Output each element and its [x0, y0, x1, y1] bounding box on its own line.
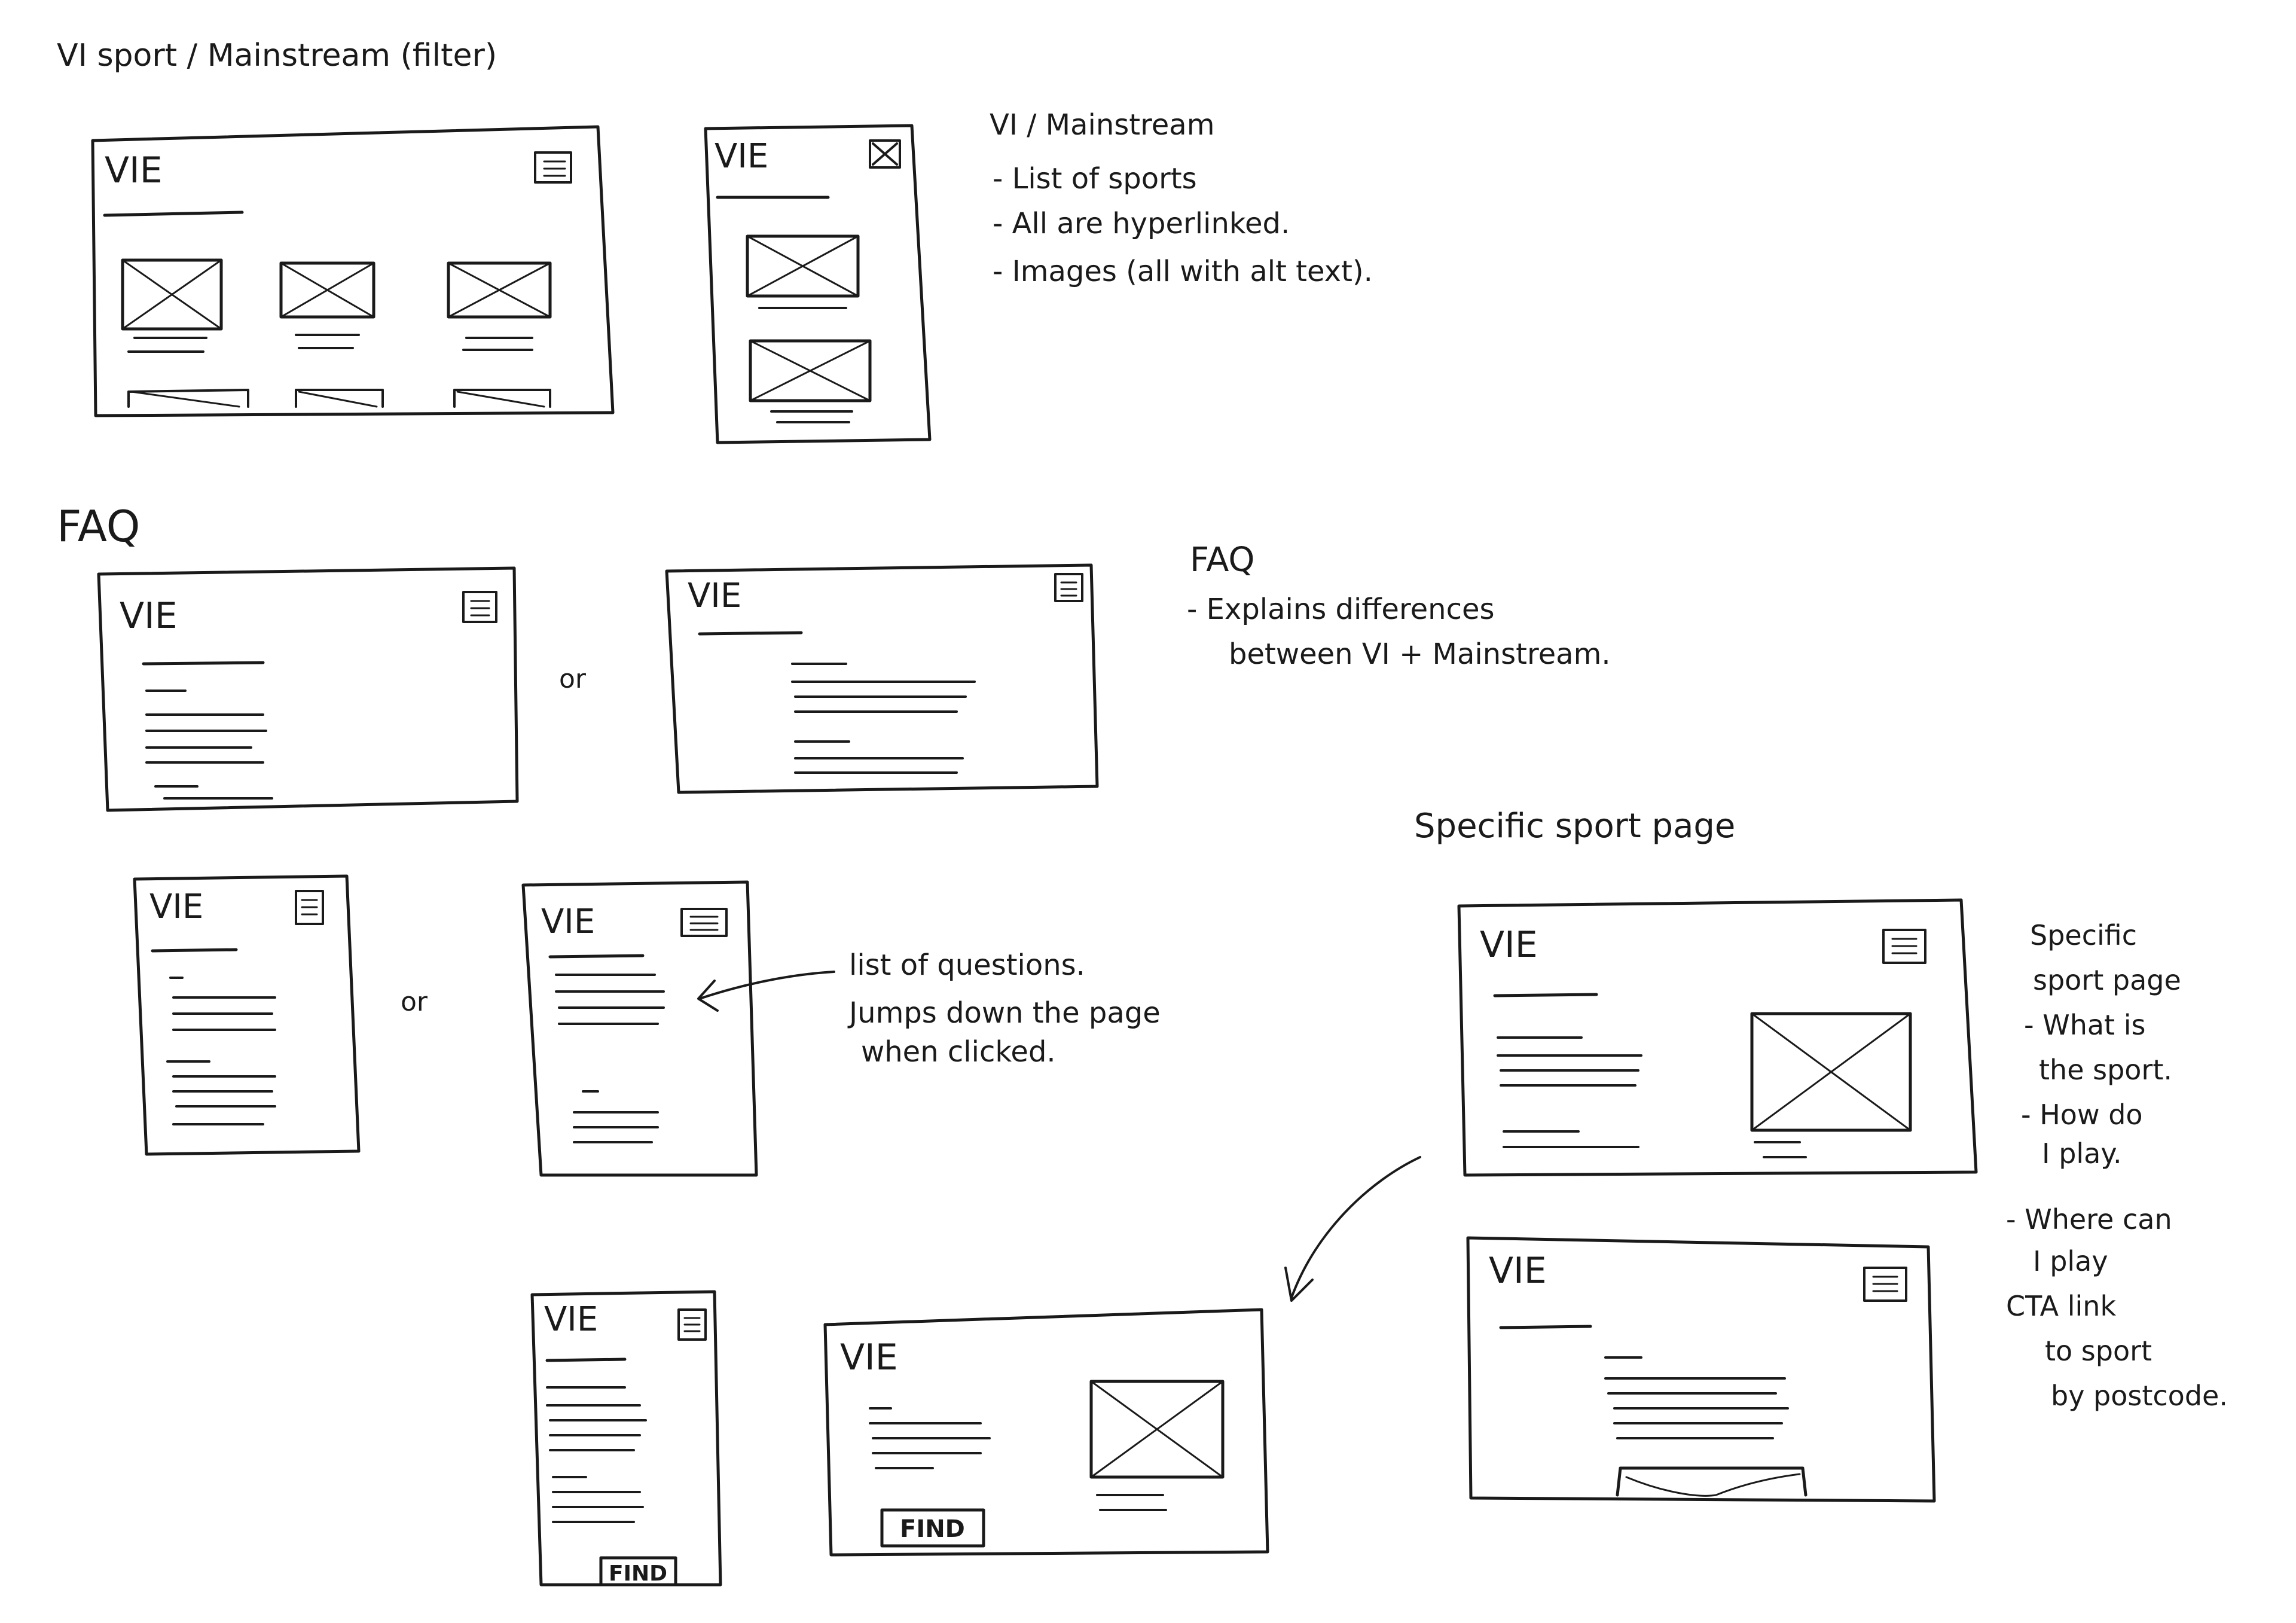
hamburger-menu-icon [677, 1308, 707, 1341]
hamburger-menu-icon [1863, 1267, 1907, 1302]
wireframe-logo: VIE [105, 150, 163, 191]
image-placeholder-icon [1089, 1380, 1225, 1479]
find-mobile-wireframe: VIE FIND [530, 1290, 722, 1587]
note-line: between VI + Mainstream. [1229, 637, 1611, 671]
hamburger-menu-icon [534, 151, 572, 184]
note-line: I play [2033, 1245, 2108, 1277]
sport-desktop-wireframe-b: VIE [1466, 1236, 1936, 1503]
vi-notes: VI / Mainstream - List of sports - All a… [990, 108, 1373, 288]
faq-section-heading: FAQ [57, 501, 140, 551]
image-placeholder-icon [121, 258, 223, 331]
vi-mobile-wireframe: VIE [704, 124, 932, 444]
sport-desktop-wireframe-a: VIE [1457, 898, 1978, 1177]
faq-desktop-wireframe-b: VIE [665, 563, 1099, 794]
sport-section-heading: Specific sport page [1414, 807, 1735, 846]
flow-arrow [1284, 1156, 1421, 1302]
note-line: - List of sports [993, 162, 1197, 196]
note-line: - All are hyperlinked. [993, 207, 1290, 240]
hamburger-menu-icon [295, 890, 324, 925]
faq-notes: FAQ - Explains differences between VI + … [1187, 541, 1611, 671]
wireframe-logo: VIE [715, 137, 768, 176]
find-button[interactable]: FIND [880, 1508, 985, 1548]
wireframe-logo: VIE [1489, 1250, 1547, 1292]
note-line: by postcode. [2051, 1380, 2228, 1412]
find-button[interactable]: FIND [599, 1556, 677, 1587]
find-button-label: FIND [609, 1561, 667, 1586]
wireframe-logo: VIE [544, 1300, 598, 1339]
questions-annotation: list of questions. Jumps down the page w… [697, 948, 1161, 1069]
annotation-line: Jumps down the page [847, 996, 1161, 1030]
image-placeholder-icon [447, 261, 552, 319]
faq-mobile-wireframe-b: VIE [521, 880, 758, 1177]
or-label: or [401, 987, 428, 1017]
faq-desktop-wireframe-a: VIE [97, 566, 519, 812]
or-label: or [559, 664, 587, 694]
note-line: - How do [2021, 1099, 2143, 1131]
hamburger-menu-icon [680, 908, 728, 937]
note-line: Specific [2030, 919, 2137, 951]
wireframe-logo: VIE [1480, 924, 1538, 966]
vi-desktop-wireframe: VIE [91, 125, 615, 417]
note-line: CTA link [2006, 1290, 2116, 1322]
wireframe-logo: VIE [688, 576, 741, 615]
note-line: the sport. [2039, 1054, 2172, 1086]
note-line: - What is [2024, 1009, 2145, 1041]
note-line: I play. [2042, 1137, 2122, 1170]
note-line: - Where can [2006, 1203, 2172, 1235]
hamburger-menu-icon [1054, 573, 1083, 602]
wireframe-logo: VIE [840, 1337, 898, 1378]
image-placeholder-icon [746, 234, 860, 298]
note-line: to sport [2045, 1335, 2152, 1367]
note-line: - Explains differences [1187, 593, 1495, 626]
image-placeholder-icon [1750, 1012, 1912, 1132]
vi-section-heading: VI sport / Mainstream (filter) [57, 38, 497, 74]
wireframe-logo: VIE [149, 887, 203, 926]
image-placeholder-icon [279, 261, 375, 319]
note-line: FAQ [1190, 541, 1254, 579]
note-line: sport page [2033, 964, 2181, 996]
find-desktop-wireframe: VIE FIND [823, 1308, 1269, 1557]
faq-mobile-wireframe-a: VIE [133, 874, 361, 1156]
annotation-line: list of questions. [849, 948, 1085, 982]
hamburger-menu-icon [1882, 929, 1926, 964]
sport-notes: Specific sport page - What is the sport.… [2006, 919, 2228, 1412]
image-placeholder-icon [749, 339, 872, 402]
hamburger-menu-icon [462, 591, 497, 623]
close-menu-icon [869, 139, 901, 169]
find-button-label: FIND [900, 1515, 965, 1543]
note-line: - Images (all with alt text). [993, 255, 1373, 288]
wireframe-logo: VIE [541, 902, 595, 941]
wireframe-logo: VIE [120, 595, 178, 637]
annotation-line: when clicked. [861, 1035, 1056, 1069]
note-line: VI / Mainstream [990, 108, 1214, 142]
